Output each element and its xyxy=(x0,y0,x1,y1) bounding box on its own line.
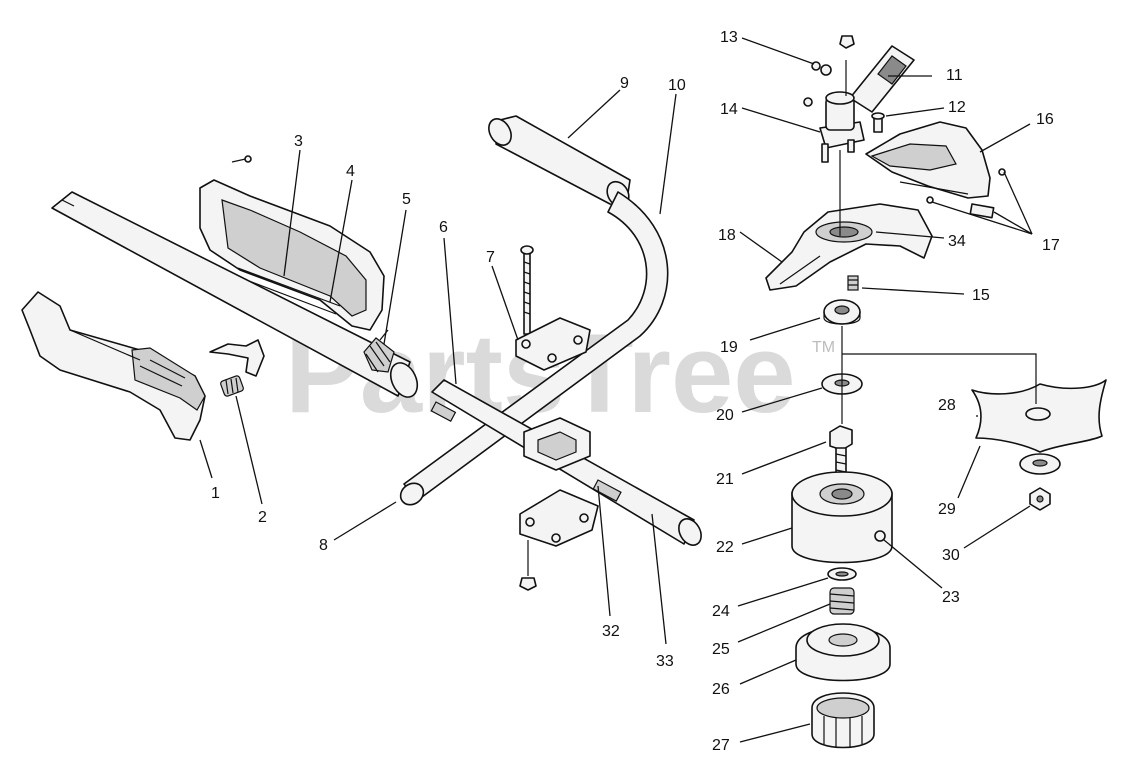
callout-27: 27 xyxy=(712,737,730,754)
trigger-lever xyxy=(209,339,265,377)
callout-12: 12 xyxy=(948,99,966,116)
callout-15: 15 xyxy=(972,287,990,304)
callout-32: 32 xyxy=(602,623,620,640)
trademark: TM xyxy=(812,339,835,356)
callout-6: 6 xyxy=(439,219,448,236)
callout-2: 2 xyxy=(258,509,267,526)
callout-13: 13 xyxy=(720,29,738,46)
callout-11: 11 xyxy=(946,67,963,84)
callout-19: 19 xyxy=(720,339,738,356)
part-16-shield xyxy=(865,121,991,199)
drive-tube xyxy=(51,191,419,398)
callout-labels: 1 2 3 4 5 6 7 8 9 10 11 12 13 14 15 16 1… xyxy=(211,29,1060,754)
assembly-lines xyxy=(839,150,1037,424)
callout-7: 7 xyxy=(486,249,495,266)
callout-33: 33 xyxy=(656,653,674,670)
part-9-handle xyxy=(488,115,631,208)
callout-25: 25 xyxy=(712,641,730,658)
callout-34: 34 xyxy=(948,233,966,250)
part-10-handle-bar xyxy=(399,191,669,506)
part-23-eyelet xyxy=(874,530,886,542)
callout-21: 21 xyxy=(716,471,734,488)
part-13-screw xyxy=(811,61,832,76)
part-25-spring xyxy=(829,587,855,615)
callout-14: 14 xyxy=(720,101,738,118)
callout-22: 22 xyxy=(716,539,734,556)
callout-30: 30 xyxy=(942,547,960,564)
part-24-washer xyxy=(827,567,857,581)
part-15-spring xyxy=(847,275,859,291)
callout-1: 1 xyxy=(211,485,220,502)
callout-5: 5 xyxy=(402,191,411,208)
part-12-screw xyxy=(803,97,885,133)
part-17-screws xyxy=(926,168,1006,219)
part-27-bump-knob xyxy=(811,692,875,749)
callout-28: 28 xyxy=(938,397,956,414)
part-14-gearhead xyxy=(819,35,865,163)
callout-20: 20 xyxy=(716,407,734,424)
callout-29: 29 xyxy=(938,501,956,518)
callout-4: 4 xyxy=(346,163,355,180)
part-11-tube-end xyxy=(849,45,915,113)
callout-9: 9 xyxy=(620,75,629,92)
callout-18: 18 xyxy=(718,227,736,244)
part-30-nut xyxy=(1029,487,1051,511)
callout-26: 26 xyxy=(712,681,730,698)
callout-16: 16 xyxy=(1036,111,1054,128)
callout-17: 17 xyxy=(1042,237,1060,254)
lower-clamp xyxy=(519,489,599,591)
part-1-shaft-housing xyxy=(21,291,206,441)
part-29-washer xyxy=(1019,453,1061,475)
part-7-upper-clamp xyxy=(515,245,591,371)
part-5-clamp xyxy=(363,329,395,373)
part-18-deflector xyxy=(765,203,933,291)
part-2-spring xyxy=(220,375,244,397)
part-22-spool-housing xyxy=(791,471,893,564)
middle-clamp xyxy=(523,417,591,471)
part-19-washer xyxy=(823,299,861,325)
part-28-blade xyxy=(971,379,1107,453)
callout-8: 8 xyxy=(319,537,328,554)
callout-24: 24 xyxy=(712,603,730,620)
leader-lines xyxy=(199,37,1033,743)
callout-10: 10 xyxy=(668,77,686,94)
part-21-bolt xyxy=(829,425,853,483)
callout-23: 23 xyxy=(942,589,960,606)
part-26-spool xyxy=(795,623,891,682)
callout-3: 3 xyxy=(294,133,303,150)
